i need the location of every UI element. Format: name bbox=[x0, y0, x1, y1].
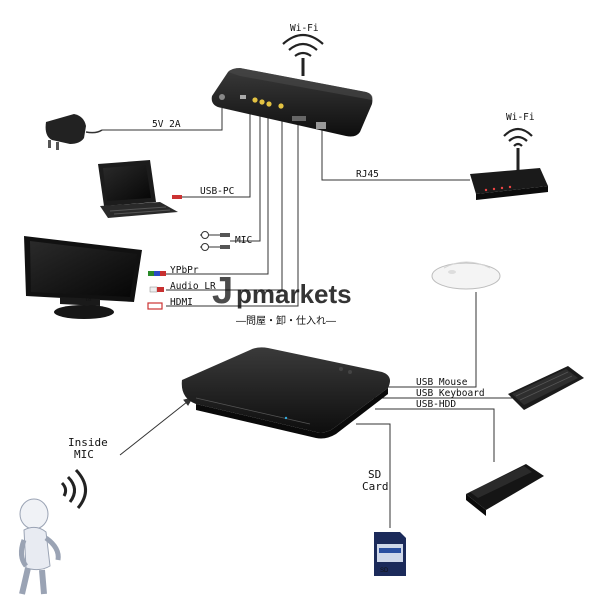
usb-hdd-line bbox=[375, 408, 495, 462]
usb-pc-label: USB-PC bbox=[200, 186, 234, 197]
power-adapter-icon bbox=[45, 114, 103, 150]
inside-mic-label-2: MIC bbox=[74, 448, 94, 461]
sd-card-line bbox=[356, 423, 391, 528]
usb-mouse-label: USB Mouse bbox=[416, 377, 468, 388]
svg-text:SD: SD bbox=[380, 568, 389, 574]
sd-label-2: Card bbox=[362, 480, 389, 493]
inside-mic-label-1: Inside bbox=[68, 436, 108, 449]
usb-pc-line bbox=[182, 108, 251, 198]
mic-label: MIC bbox=[235, 235, 252, 246]
sound-waves-icon bbox=[60, 468, 87, 509]
svg-text:LG: LG bbox=[86, 297, 91, 302]
router-icon bbox=[470, 127, 548, 200]
router-wifi-icon bbox=[503, 127, 533, 147]
power-line bbox=[102, 108, 223, 131]
main-media-player bbox=[181, 347, 390, 439]
watermark-initial: J bbox=[212, 270, 233, 312]
rj45-label: RJ45 bbox=[356, 169, 379, 180]
top-wifi-label: Wi-Fi bbox=[290, 23, 319, 34]
hdmi-label: HDMI bbox=[170, 297, 193, 308]
audio-lr-label: Audio LR bbox=[170, 281, 216, 292]
mic-line bbox=[230, 108, 261, 242]
watermark-subtitle: —問屋・卸・仕入れ— bbox=[236, 314, 336, 327]
watermark: J pmarkets —問屋・卸・仕入れ— bbox=[212, 270, 352, 327]
ypbpr-line bbox=[166, 108, 269, 275]
laptop-icon bbox=[98, 160, 178, 218]
keyboard-icon bbox=[508, 366, 584, 410]
sd-label-1: SD bbox=[368, 468, 381, 481]
power-label: 5V 2A bbox=[152, 119, 181, 130]
watermark-brand: pmarkets bbox=[236, 279, 352, 309]
av-plugs bbox=[147, 271, 166, 310]
usb-mouse-line bbox=[368, 292, 477, 388]
sd-card-icon: SD bbox=[374, 532, 406, 576]
top-media-player bbox=[211, 33, 373, 137]
ypbpr-label: YPbPr bbox=[170, 265, 199, 276]
mouse-icon bbox=[431, 261, 501, 290]
hdd-icon bbox=[466, 464, 544, 516]
inside-mic-arrow bbox=[119, 397, 193, 456]
monitor-icon: LG bbox=[24, 236, 142, 319]
rj45-line bbox=[321, 130, 470, 181]
person-figure-icon bbox=[18, 498, 61, 595]
audio-lr-line bbox=[166, 108, 283, 291]
usb-pc-plug bbox=[172, 195, 182, 199]
top-device-ports bbox=[219, 94, 326, 129]
router-wifi-label: Wi-Fi bbox=[506, 112, 535, 123]
usb-hdd-label: USB-HDD bbox=[416, 399, 456, 410]
usb-keyboard-label: USB Keyboard bbox=[416, 388, 485, 399]
microphone-icon bbox=[200, 231, 230, 251]
hdmi-line bbox=[166, 120, 299, 307]
connection-lines bbox=[102, 108, 518, 528]
wifi-icon bbox=[282, 33, 324, 76]
